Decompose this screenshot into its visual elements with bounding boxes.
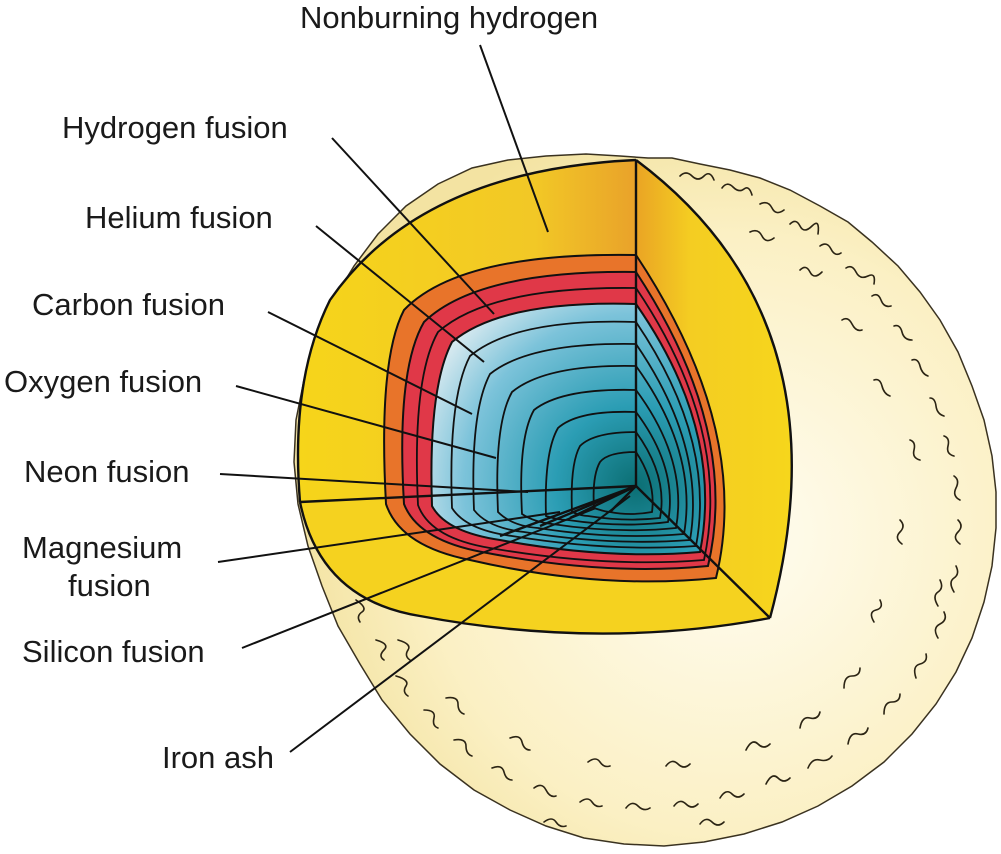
leader-iron-ash: [289, 495, 631, 753]
label-oxygen-fusion: Oxygen fusion: [4, 364, 202, 399]
leader-helium-fusion: [315, 225, 485, 363]
label-silicon-fusion: Silicon fusion: [22, 634, 205, 669]
label-magnesium-fusion-line1: Magnesium: [22, 530, 182, 565]
leader-hydrogen-fusion: [331, 137, 495, 315]
shell-contours: [415, 287, 712, 564]
label-magnesium-fusion-line2: fusion: [68, 568, 151, 603]
label-neon-fusion: Neon fusion: [24, 454, 189, 489]
leader-neon-fusion: [219, 473, 529, 493]
leader-lines: [217, 44, 631, 753]
leader-oxygen-fusion: [235, 385, 497, 459]
labels: Nonburning hydrogen Hydrogen fusion Heli…: [4, 0, 598, 775]
cut-seams: [296, 158, 793, 635]
label-iron-ash: Iron ash: [162, 740, 274, 775]
leader-magnesium-fusion: [217, 511, 561, 563]
leader-carbon-fusion: [267, 311, 473, 415]
leader-nonburning-hydrogen: [479, 44, 549, 233]
leader-silicon-fusion: [241, 507, 597, 649]
label-hydrogen-fusion: Hydrogen fusion: [62, 110, 288, 145]
label-helium-fusion: Helium fusion: [85, 200, 273, 235]
label-nonburning-hydrogen: Nonburning hydrogen: [300, 0, 598, 35]
label-carbon-fusion: Carbon fusion: [32, 287, 225, 322]
